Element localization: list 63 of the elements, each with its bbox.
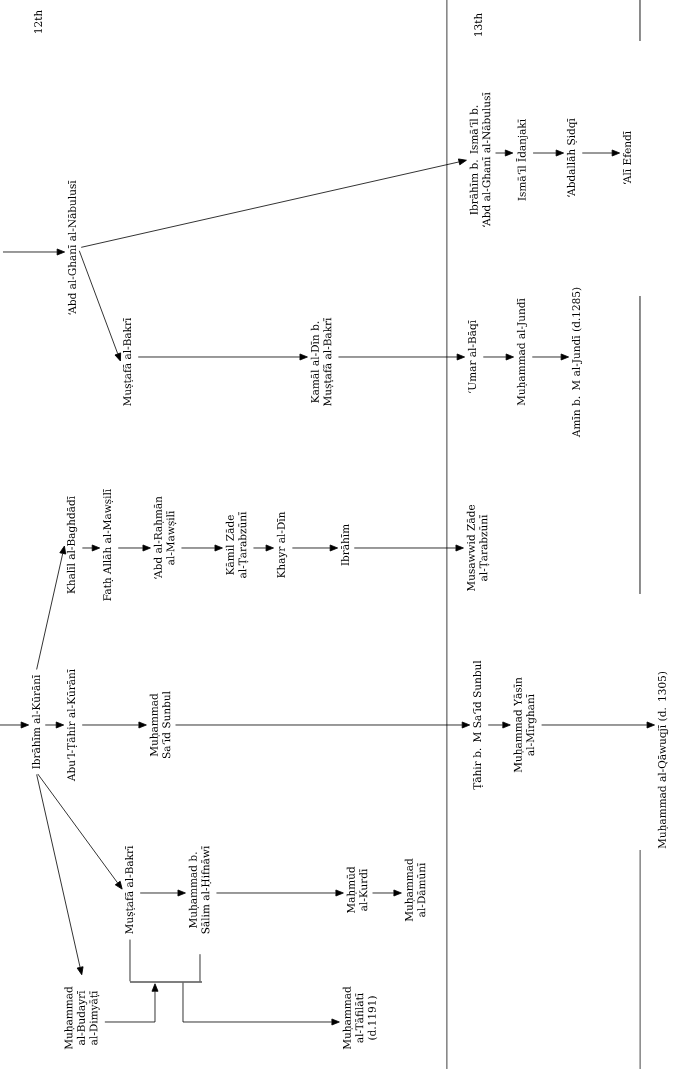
arrow: [36, 545, 67, 670]
person-name: ‘Alī Efendī: [622, 131, 632, 185]
arrow: [541, 721, 655, 729]
arrow: [80, 158, 467, 248]
person-name: Muḥammad b. Sālim al-Ḥifnāwī: [188, 845, 212, 934]
person-name: Khayr al-Dīn: [276, 511, 288, 578]
arrow: [81, 544, 101, 552]
arrow: [487, 721, 511, 729]
person-name: Muḥammad al-Tāfilātī (d.1191): [342, 986, 378, 1050]
arrow: [482, 353, 514, 361]
arrow: [495, 149, 514, 157]
arrow: [175, 721, 471, 729]
person-name: Muḥammad al-Dāmūnī: [404, 858, 426, 922]
person-name: Ismā‘īl Īdanjakī: [516, 119, 528, 201]
person-name: Muḥammad al-Jundī: [516, 298, 528, 406]
arrow: [291, 544, 339, 552]
arrow: [581, 149, 621, 157]
arrow: [353, 544, 464, 552]
person-name: ‘Abdallāh Ṣidqī: [566, 118, 578, 197]
person-name: Ibrāhīm b. Ismā‘īl b. ‘Abd al-Ghanī al-Nābulusī: [469, 92, 491, 227]
arrow: [181, 544, 223, 552]
arrow: [44, 721, 65, 729]
person-name: Muḥammad Sa‘īd Sunbul: [149, 691, 171, 759]
arrow: [81, 721, 147, 729]
person-name: ‘Abd al-Raḥmān al-Mawṣilī: [153, 496, 177, 579]
bracket-line: [199, 953, 201, 982]
person-name: ‘Abd al-Ghanī al-Nābulusī: [67, 180, 77, 315]
arrow: [338, 353, 465, 361]
person-name: Kāmil Zāde al-Ṭarabzūnī: [225, 511, 249, 578]
person-name: Muḥammad al-Qāwuqjī (d. 1305): [657, 671, 669, 849]
person-name: Ibrāhīm: [340, 524, 350, 566]
arrow: [137, 353, 308, 361]
arrow: [2, 248, 66, 256]
person-name: Muṣṭafā al-Bakrī: [125, 845, 135, 934]
person-name: Khalīl al-Baghdādī: [66, 496, 78, 594]
century-label: 12th: [33, 10, 43, 33]
arrow: [117, 544, 151, 552]
arrow: [253, 544, 274, 552]
arrow: [36, 774, 84, 976]
arrow: [532, 149, 564, 157]
arrow: [37, 773, 123, 890]
person-name: Musawwid Zāde al-Ṭarabzūnī: [466, 504, 490, 592]
arrow: [531, 353, 569, 361]
person-name: Muḥammad al-Budayrī al-Dimyāṭī: [64, 986, 100, 1050]
person-name: Abu’l-Ṭāhir al-Kūrānī: [67, 669, 77, 782]
person-name: Muṣṭafā al-Bakrī: [123, 317, 133, 406]
arrow: [104, 983, 159, 1023]
arrow: [0, 721, 30, 729]
century-label: 13th: [473, 13, 483, 36]
arrow: [139, 889, 186, 897]
person-name: Kamāl al-Dīn b. Muṣṭafā al-Bakrī: [310, 317, 334, 406]
arrow: [78, 250, 122, 362]
person-name: Ibrāhīm al-Kūrānī: [31, 674, 41, 769]
arrow: [216, 889, 344, 897]
bracket-line: [129, 939, 131, 982]
person-name: Muḥammad Yāsīn al-Mīrghanī: [513, 677, 537, 773]
arrow: [182, 982, 340, 1026]
arrow: [372, 889, 402, 897]
person-name: ‘Umar al-Bāqī: [467, 320, 479, 393]
person-name: Ṭāhir b. M Sa‘īd Sunbul: [473, 660, 483, 790]
person-name: Amīn b. M al-Jundī (d.1285): [571, 287, 583, 438]
person-name: Maḥmūd al-Kurdī: [346, 866, 368, 914]
person-name: Fatḥ Allāh al-Mawṣilī: [103, 489, 113, 601]
